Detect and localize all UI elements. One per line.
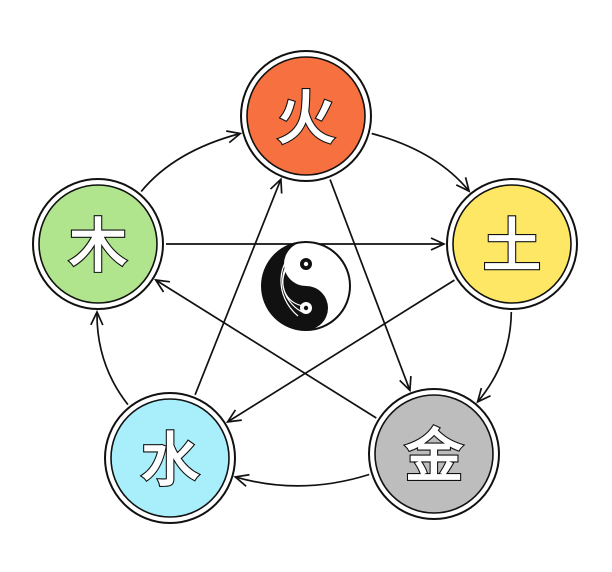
element-node-earth: 土	[446, 178, 578, 310]
element-fill-circle	[38, 184, 158, 304]
element-outer-ring	[32, 178, 164, 310]
yin-yang-icon	[261, 241, 351, 331]
element-outer-ring	[104, 392, 236, 524]
element-glyph: 火	[277, 84, 335, 152]
generating-arrow-earth-to-metal	[478, 311, 513, 402]
element-node-wood: 木	[32, 178, 164, 310]
controlling-arrow-earth-to-water	[228, 279, 455, 422]
element-fill-circle	[374, 394, 494, 514]
generating-arrow-wood-to-fire	[140, 134, 240, 193]
element-outer-ring	[446, 178, 578, 310]
element-glyph: 土	[483, 212, 541, 280]
element-glyph: 金	[405, 422, 464, 490]
generating-arrow-fire-to-earth	[371, 132, 469, 192]
element-node-water: 水	[104, 392, 236, 524]
controlling-arrow-water-to-fire	[194, 179, 281, 396]
element-glyph: 木	[69, 212, 127, 280]
element-outer-ring	[240, 50, 372, 182]
element-fill-circle	[452, 184, 572, 304]
controlling-arrow-metal-to-wood	[156, 280, 377, 419]
element-fill-circle	[110, 398, 230, 518]
controlling-arrow-fire-to-metal	[329, 179, 410, 391]
element-outer-ring	[368, 388, 500, 520]
element-glyph: 水	[141, 426, 200, 494]
generating-arrow-water-to-wood	[97, 312, 129, 406]
nodes-layer: 火土金 水 木	[32, 50, 578, 524]
generating-arrow-metal-to-water	[235, 473, 370, 486]
element-node-fire: 火	[240, 50, 372, 182]
element-fill-circle	[246, 56, 366, 176]
element-node-metal: 金	[368, 388, 500, 520]
